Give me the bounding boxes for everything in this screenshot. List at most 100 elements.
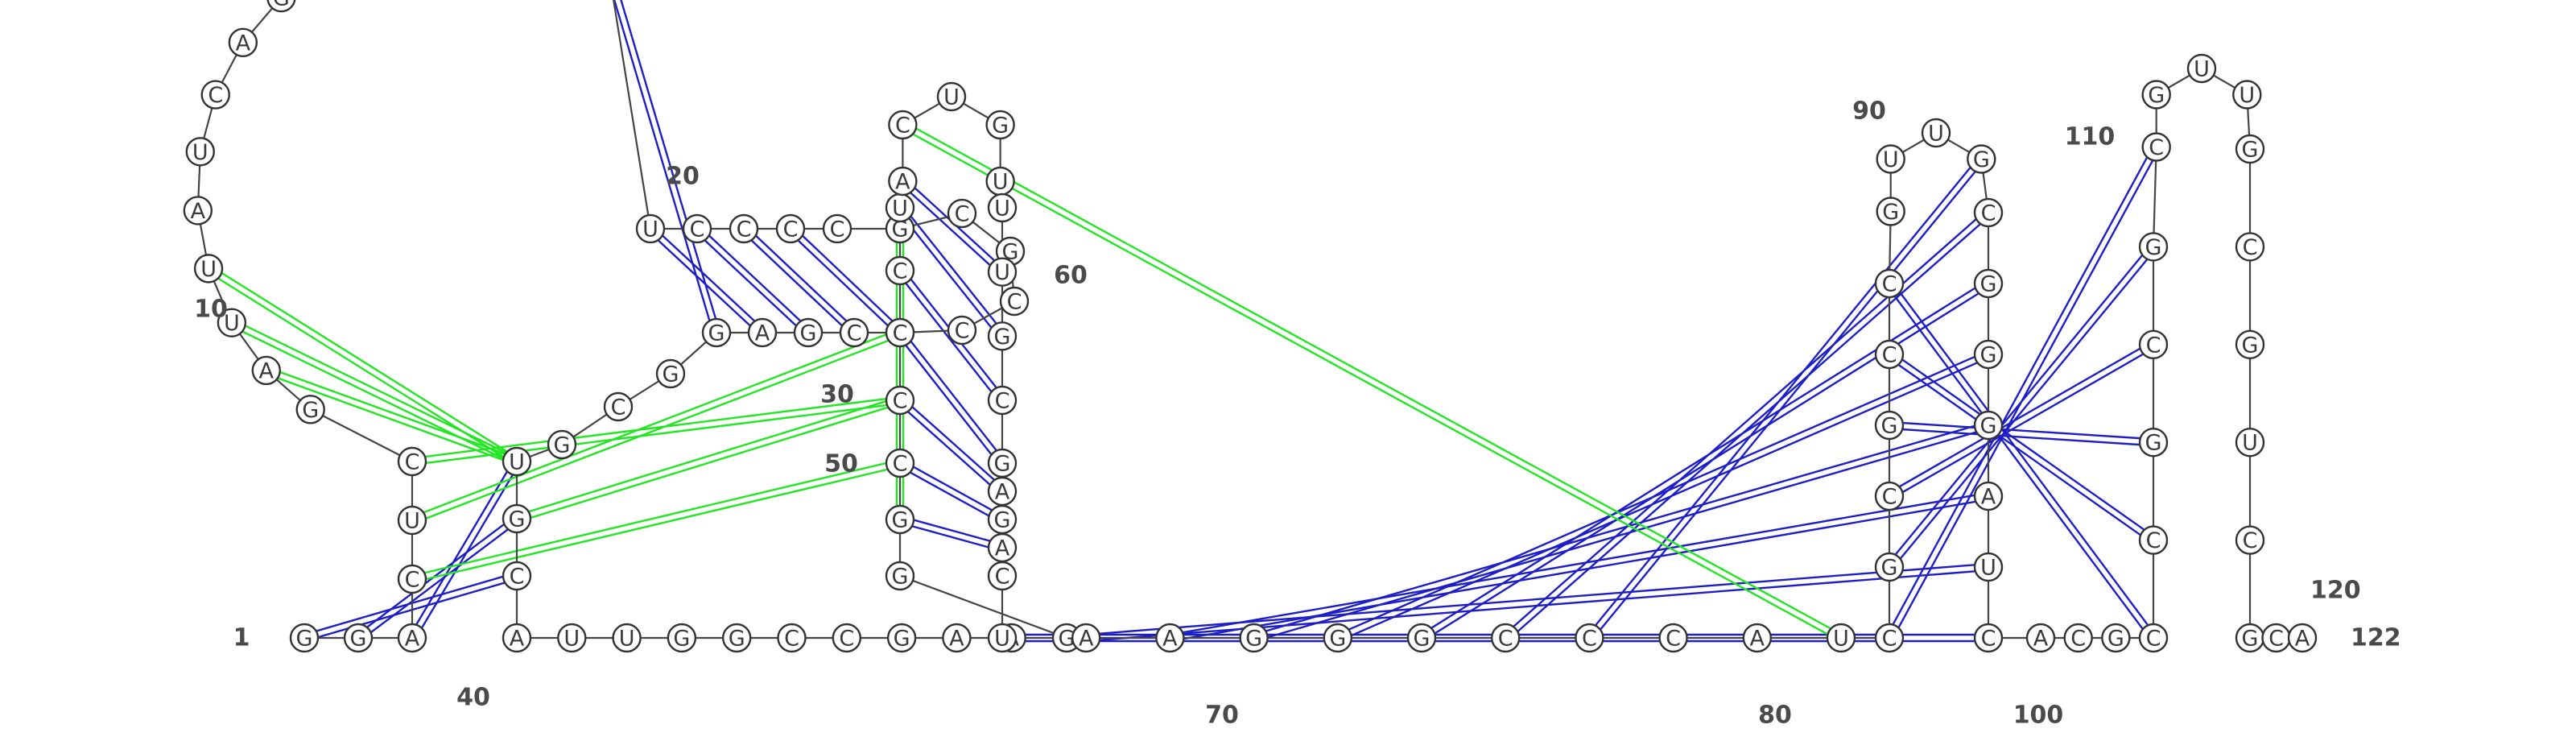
pseudoknot-line [266,366,518,460]
nucleotide: G [987,448,1018,478]
nucleotide: C [603,391,634,422]
nucleotide: A [397,623,427,653]
pseudoknot-line [233,318,519,460]
nucleotide: A [942,623,972,653]
nucleotide-letter: C [893,452,908,477]
nucleotide-letter: G [1973,147,1990,172]
base-pair-line [896,209,1001,339]
nucleotide-letter: G [1882,200,1899,225]
position-label: 90 [1852,97,1886,126]
nucleotide-circle [2141,132,2171,162]
nucleotide-letter: G [2145,235,2162,260]
nucleotide-circle [2186,53,2217,84]
nucleotide: U [987,257,1018,287]
nucleotide-circle [701,317,732,348]
nucleotide-letter: G [1881,556,1898,581]
base-pair-line [1085,562,1988,636]
nucleotide-letter: U [2242,431,2258,456]
nucleotide-circle [397,623,427,653]
base-pair-line [791,226,903,331]
nucleotide-letter: C [2243,528,2258,553]
nucleotide-circle [251,355,281,386]
nucleotide-circle [557,623,587,653]
nucleotide: C [2138,329,2169,359]
pseudoknot-line [206,270,516,466]
nucleotide: G [1876,197,1905,226]
position-label: 40 [456,684,490,712]
nucleotide-circle [987,385,1018,416]
nucleotide: A [1155,623,1185,653]
nucleotide-circle [1406,623,1437,653]
pseudoknot-line [903,121,1843,636]
base-pair-line [1254,427,1990,642]
base-pair-line [1338,356,1991,642]
nucleotide-letter: A [1162,627,1178,652]
nucleotide-letter: C [690,217,705,242]
nucleotide: A [888,166,918,197]
pseudoknot-line [412,402,901,466]
pseudoknot-line [515,396,900,517]
nucleotide: A [183,196,213,226]
nucleotide-circle [1658,623,1688,653]
base-pair-line [787,230,899,336]
nucleotide-letter: C [1582,627,1597,652]
nucleotide-circle [2232,80,2262,110]
nucleotide: C [987,385,1018,416]
nucleotide: C [885,255,915,286]
nucleotide-circle [722,623,752,653]
position-label: 20 [666,163,700,191]
nucleotide-letter: G [2148,83,2165,108]
nucleotide-circle [502,623,532,653]
nucleotide-letter: G [1245,627,1262,652]
nucleotide-circle [885,255,915,286]
position-label: 80 [1758,702,1792,730]
base-pair-line [1335,350,1988,636]
nucleotide: G [667,623,697,653]
nucleotide: U [1973,552,2004,582]
nucleotide-letter: U [993,170,1009,195]
nucleotide-letter: A [236,31,251,56]
nucleotide-letter: G [509,507,526,532]
nucleotide: C [822,213,852,244]
nucleotide-circle [1874,481,1905,511]
nucleotide: A [251,355,281,386]
nucleotide: C [888,110,918,140]
nucleotide-letter: C [1666,627,1681,652]
nucleotide-circle [295,395,325,424]
nucleotide: C [2063,623,2093,653]
nucleotide-letter: C [847,321,862,346]
nucleotide-letter: G [892,565,909,590]
nucleotide: A [228,27,258,58]
nucleotide-letter: C [405,568,420,593]
nucleotide-circle [747,317,778,348]
nucleotide-circle [2138,232,2169,262]
nucleotide-letter: A [510,627,525,652]
nucleotide-letter: G [800,321,817,346]
nucleotide: A [2025,623,2056,653]
nucleotide-circle [999,286,1030,317]
base-pair-line [1170,498,1989,643]
position-label: 50 [824,450,858,478]
position-label: 10 [194,296,228,324]
nucleotide-circle [886,623,917,653]
nucleotide-circle [1973,197,2004,228]
nucleotide-letter: U [1980,556,1996,581]
nucleotide-letter: U [224,311,240,336]
nucleotide-letter: G [673,627,690,652]
nucleotide: U [885,192,915,223]
nucleotide-circle [397,564,427,594]
pseudoknot-line [411,458,900,577]
nucleotide-letter: C [2070,627,2086,652]
nucleotide-circle [502,503,532,534]
pseudoknot-line [411,329,899,519]
nucleotide-letter: U [404,509,420,534]
nucleotide-circle [185,137,215,167]
nucleotide: C [1658,623,1688,653]
base-pair-line [1253,421,1988,636]
nucleotide-letter: U [994,260,1010,285]
base-pair-line [1891,248,2157,570]
nucleotide: A [502,623,532,653]
base-pair-line [1889,420,2154,441]
base-pair-line [902,329,1006,462]
nucleotide-circle [343,623,374,653]
